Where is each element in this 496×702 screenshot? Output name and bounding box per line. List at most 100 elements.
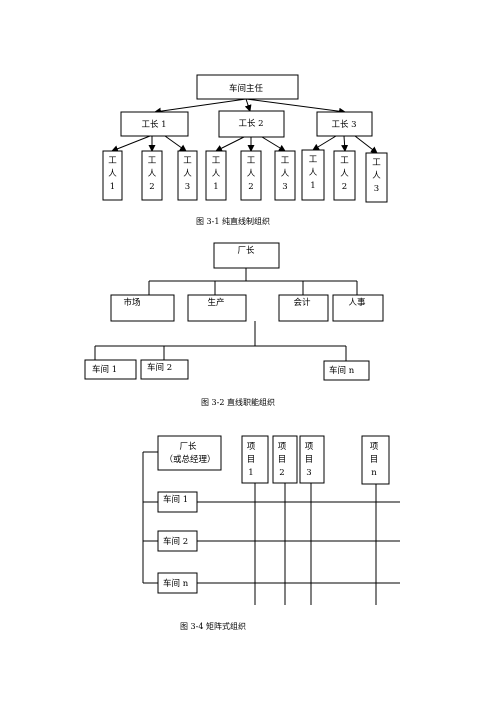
worker-1-1: 工 人 1 [102, 150, 123, 201]
foreman-3-label: 工长 3 [331, 119, 356, 130]
svg-text:工: 工 [148, 156, 157, 166]
function-accounting-box [278, 294, 329, 322]
svg-text:人: 人 [212, 169, 221, 179]
figure-3-4-caption: 图 3-4 矩阵式组织 [180, 621, 246, 631]
svg-text:1: 1 [248, 468, 253, 478]
factory-director-label: 厂长 [237, 245, 255, 256]
arrow-to-worker-2c [261, 136, 286, 152]
svg-text:人: 人 [148, 169, 157, 179]
svg-text:2: 2 [248, 182, 253, 192]
figure-3-1-line-organization: 车间主任 工长 1 工长 2 工长 3 工 人 1 工 [102, 74, 388, 226]
arrow-to-worker-1c [164, 135, 187, 152]
svg-text:项: 项 [305, 442, 314, 452]
workshop-n-label: 车间 n [329, 365, 355, 376]
svg-text:1: 1 [310, 181, 315, 191]
svg-text:项: 项 [278, 442, 287, 452]
arrow-to-worker-3a [312, 135, 337, 151]
figure-3-2-line-functional-organization: 厂长 市场 生产 会计 人事 车间 1 车间 2 车间 n 图 3-2 直线职能… [84, 242, 384, 407]
worker-1-3: 工 人 3 [177, 150, 198, 201]
svg-text:3: 3 [374, 184, 379, 194]
svg-text:人: 人 [247, 169, 256, 179]
svg-text:项: 项 [247, 442, 256, 452]
svg-text:人: 人 [281, 169, 290, 179]
workshop-director-box [196, 74, 299, 100]
foreman-1-box [120, 111, 189, 137]
matrix-workshop-2-box [157, 530, 198, 552]
foreman-1-label: 工长 1 [141, 119, 166, 130]
matrix-workshop-n-label: 车间 n [163, 578, 189, 589]
project-1-box: 项 目 1 [241, 435, 269, 484]
function-production-label: 生产 [207, 297, 224, 308]
worker-3-1: 工 人 1 [301, 149, 325, 201]
svg-text:n: n [371, 468, 377, 478]
figure-3-4-matrix-organization: 厂长 （或总经理） 项 目 1 项 目 2 项 目 3 项 目 n 车 [142, 435, 400, 631]
svg-text:目: 目 [278, 455, 287, 465]
svg-text:2: 2 [342, 182, 347, 192]
svg-text:工: 工 [212, 156, 221, 166]
arrow-to-foreman-1 [154, 98, 247, 115]
arrow-to-worker-1a [111, 135, 151, 153]
matrix-workshop-1-label: 车间 1 [163, 494, 188, 505]
workshop-1-label: 车间 1 [92, 364, 117, 375]
function-accounting-label: 会计 [293, 297, 311, 308]
foreman-2-label: 工长 2 [238, 118, 263, 129]
worker-1-2: 工 人 2 [141, 150, 163, 201]
svg-text:工: 工 [108, 156, 117, 166]
svg-text:工: 工 [183, 156, 192, 166]
arrow-to-worker-3b [341, 135, 349, 152]
arrow-to-worker-3c [354, 135, 378, 154]
svg-text:1: 1 [213, 182, 218, 192]
general-manager-label: 厂长 [179, 441, 197, 452]
arrow-to-foreman-3 [245, 98, 346, 115]
svg-text:人: 人 [183, 169, 192, 179]
workshop-2-label: 车间 2 [147, 362, 172, 373]
figure-3-2-caption: 图 3-2 直线职能组织 [201, 397, 275, 407]
worker-3-3: 工 人 3 [365, 152, 388, 203]
function-personnel-box [332, 294, 384, 322]
arrow-to-foreman-2 [244, 98, 252, 112]
project-3-box: 项 目 3 [299, 435, 325, 484]
svg-text:2: 2 [149, 182, 154, 192]
matrix-workshop-2-label: 车间 2 [163, 536, 188, 547]
workshop-n-box [323, 360, 370, 381]
svg-text:目: 目 [247, 455, 256, 465]
function-market-label: 市场 [123, 297, 140, 308]
worker-2-3: 工 人 3 [274, 150, 296, 201]
arrow-to-worker-2a [215, 136, 245, 152]
general-manager-box [157, 435, 222, 471]
general-manager-sub-label: （或总经理） [164, 454, 215, 465]
worker-2-1: 工 人 1 [205, 150, 227, 201]
svg-text:工: 工 [340, 156, 349, 166]
svg-text:目: 目 [370, 455, 379, 465]
svg-text:工: 工 [247, 156, 256, 166]
svg-text:3: 3 [306, 468, 311, 478]
svg-text:人: 人 [372, 171, 381, 181]
matrix-workshop-1-box [157, 491, 198, 513]
workshop-director-label: 车间主任 [229, 83, 264, 94]
foreman-3-box [316, 111, 373, 137]
workshop-2-box [140, 359, 189, 380]
function-market-box [110, 294, 175, 322]
svg-text:项: 项 [370, 442, 379, 452]
svg-text:工: 工 [281, 156, 290, 166]
svg-text:目: 目 [305, 455, 314, 465]
matrix-workshop-n-box [157, 572, 198, 594]
worker-3-2: 工 人 2 [333, 150, 356, 201]
svg-text:人: 人 [340, 169, 349, 179]
svg-text:工: 工 [309, 155, 318, 165]
svg-text:人: 人 [108, 169, 117, 179]
svg-text:2: 2 [279, 468, 284, 478]
svg-text:3: 3 [282, 182, 287, 192]
workshop-1-box [84, 359, 137, 380]
svg-text:1: 1 [110, 182, 115, 192]
svg-text:人: 人 [309, 168, 318, 178]
function-personnel-label: 人事 [348, 297, 366, 308]
project-2-box: 项 目 2 [272, 435, 298, 484]
function-production-box [187, 294, 247, 322]
svg-text:工: 工 [372, 158, 381, 168]
project-n-box: 项 目 n [361, 435, 390, 485]
figure-3-1-caption: 图 3-1 纯直线制组织 [196, 216, 270, 226]
worker-2-2: 工 人 2 [240, 150, 262, 201]
svg-text:3: 3 [185, 182, 190, 192]
